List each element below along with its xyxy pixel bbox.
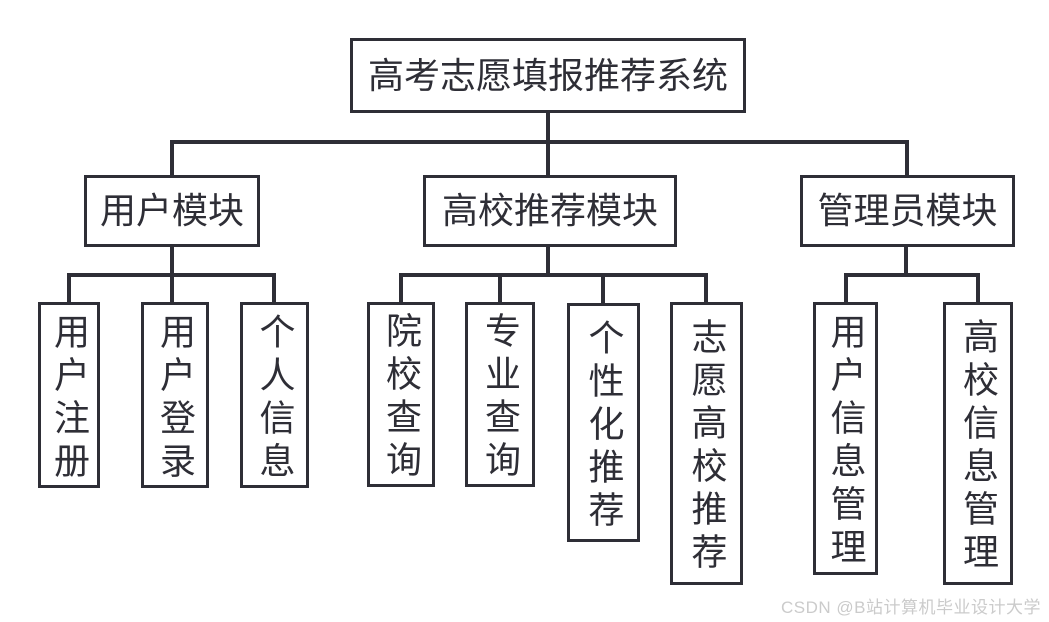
leaf-node-major-query-label: 专业查询 [480, 312, 521, 484]
watermark-text: CSDN @B站计算机毕业设计大学 [781, 598, 1041, 617]
leaf-node-volunteer-college-recommend-label: 志愿高校推荐 [686, 318, 728, 576]
module-node-admin: 管理员模块 [800, 175, 1015, 247]
leaf-node-major-query: 专业查询 [465, 302, 535, 487]
module-node-user-label: 用户模块 [99, 190, 244, 231]
leaf-node-personalized-recommend: 个性化推荐 [567, 303, 640, 542]
module-node-admin-label: 管理员模块 [817, 190, 998, 231]
connector-recommendation-module-vertical [546, 245, 550, 277]
connector-level1-horizontal [170, 140, 909, 144]
connector-stub-major-query [498, 273, 502, 304]
leaf-node-user-register: 用户注册 [38, 302, 100, 488]
connector-stub-volunteer-college-recommend [704, 273, 708, 304]
module-node-recommendation-label: 高校推荐模块 [441, 190, 658, 231]
connector-stub-personal-info [272, 273, 276, 304]
leaf-node-user-login: 用户登录 [141, 302, 209, 488]
leaf-node-personalized-recommend-label: 个性化推荐 [583, 318, 625, 534]
connector-stub-user-info-management [844, 273, 848, 304]
connector-root-vertical [546, 110, 550, 144]
leaf-node-college-query: 院校查询 [367, 302, 435, 487]
connector-user-module-horizontal [67, 273, 276, 277]
connector-stub-user-register [67, 273, 71, 304]
leaf-node-user-info-management-label: 用户信息管理 [825, 313, 867, 571]
root-node-system-title: 高考志愿填报推荐系统 [350, 38, 746, 113]
leaf-node-volunteer-college-recommend: 志愿高校推荐 [670, 302, 743, 585]
leaf-node-college-info-management-label: 高校信息管理 [958, 318, 999, 576]
connector-stub-college-query [399, 273, 403, 304]
leaf-node-college-info-management: 高校信息管理 [943, 302, 1013, 585]
connector-stub-user-module [170, 140, 174, 177]
leaf-node-user-login-label: 用户登录 [155, 312, 196, 485]
connector-recommendation-module-horizontal [399, 273, 708, 277]
connector-stub-admin-module [905, 140, 909, 177]
leaf-node-personal-info: 个人信息 [240, 302, 309, 488]
leaf-node-personal-info-label: 个人信息 [254, 312, 296, 485]
connector-admin-module-vertical [904, 245, 908, 277]
leaf-node-user-info-management: 用户信息管理 [813, 302, 878, 575]
leaf-node-college-query-label: 院校查询 [381, 312, 422, 484]
leaf-node-user-register-label: 用户注册 [49, 312, 90, 485]
module-node-recommendation: 高校推荐模块 [423, 175, 677, 247]
connector-stub-college-info-management [976, 273, 980, 304]
connector-admin-module-horizontal [844, 273, 980, 277]
module-node-user: 用户模块 [84, 175, 260, 247]
connector-stub-recommendation-module [546, 140, 550, 177]
root-node-label: 高考志愿填报推荐系统 [367, 54, 728, 96]
connector-stub-personalized-recommend [601, 273, 605, 304]
